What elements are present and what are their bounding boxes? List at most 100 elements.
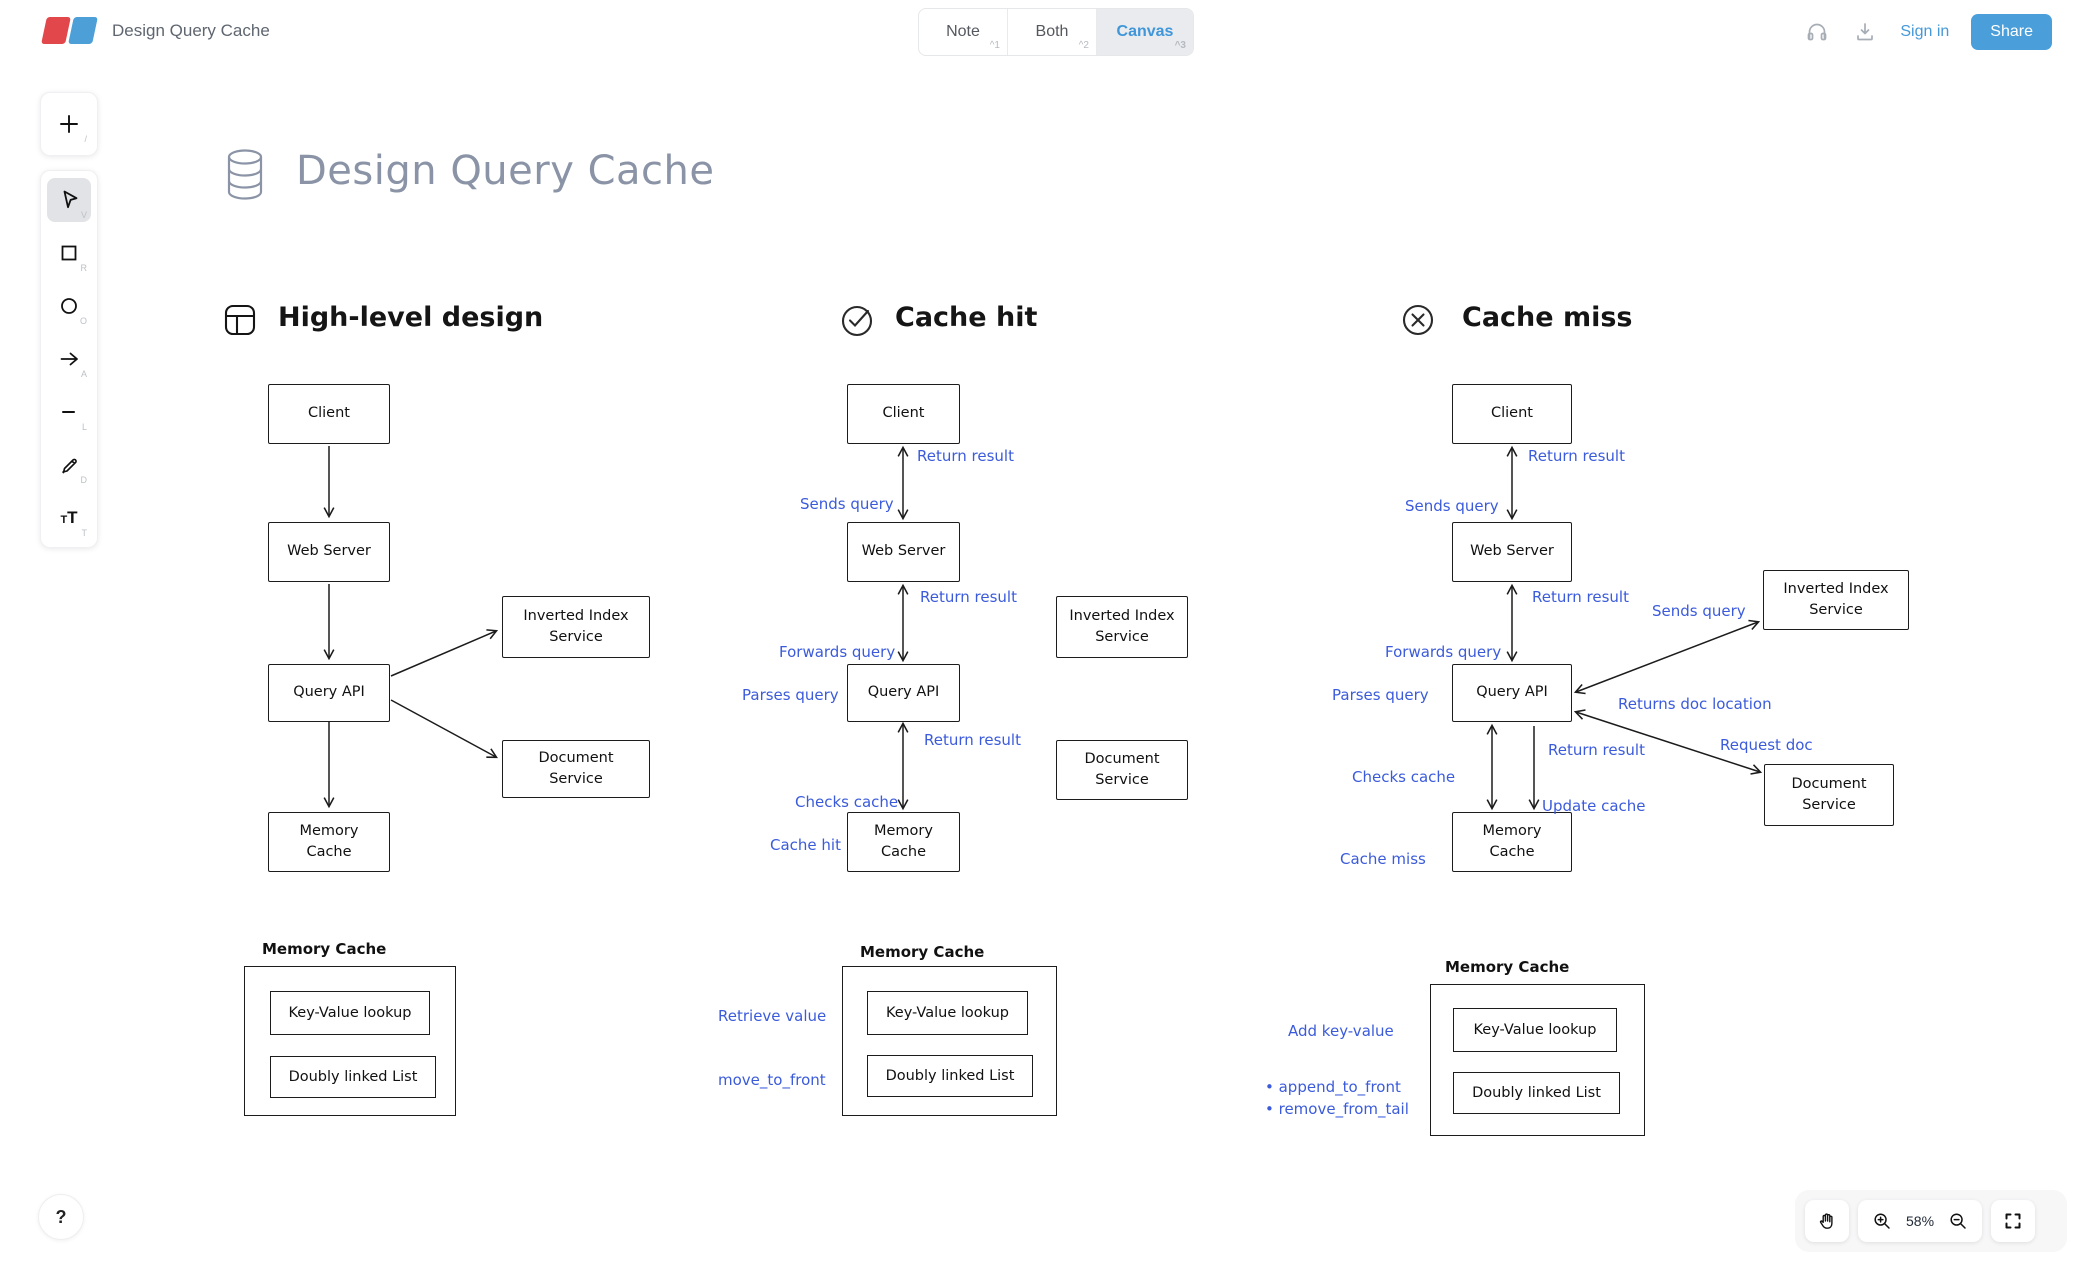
node-web-server[interactable]: Web Server xyxy=(268,522,390,582)
database-icon xyxy=(220,146,270,209)
edge-label-checks-cache[interactable]: Checks cache xyxy=(795,793,899,811)
download-icon[interactable] xyxy=(1852,19,1878,45)
layout-icon xyxy=(222,302,258,343)
node-memory-cache[interactable]: Memory Cache xyxy=(1452,812,1572,872)
zoom-out-button[interactable] xyxy=(1948,1211,1968,1231)
line-shortcut: L xyxy=(81,422,87,432)
node-client[interactable]: Client xyxy=(268,384,390,444)
plus-icon xyxy=(60,115,78,133)
rectangle-tool-button[interactable]: R xyxy=(47,231,91,275)
node-inverted-index-service[interactable]: Inverted Index Service xyxy=(1763,570,1909,630)
x-circle-icon xyxy=(1400,302,1436,343)
edge-label-cache-hit[interactable]: Cache hit xyxy=(770,836,841,854)
edge-label-return-result[interactable]: Return result xyxy=(917,447,1014,465)
label-add-key-value[interactable]: Add key-value xyxy=(1288,1022,1394,1040)
node-key-value-lookup[interactable]: Key-Value lookup xyxy=(867,991,1028,1035)
node-web-server[interactable]: Web Server xyxy=(847,522,960,582)
node-document-service[interactable]: Document Service xyxy=(502,740,650,798)
canvas-page-title[interactable]: Design Query Cache xyxy=(296,148,715,194)
headphones-icon[interactable] xyxy=(1804,19,1830,45)
check-circle-icon xyxy=(838,301,876,344)
edge-label-sends-query[interactable]: Sends query xyxy=(1652,602,1746,620)
edge-label-update-cache[interactable]: Update cache xyxy=(1542,797,1646,815)
help-button[interactable]: ? xyxy=(38,1194,84,1240)
label-retrieve-value[interactable]: Retrieve value xyxy=(718,1007,827,1025)
line-tool-button[interactable]: L xyxy=(47,390,91,434)
hand-icon xyxy=(1819,1213,1833,1229)
pan-tool-button[interactable] xyxy=(1805,1200,1849,1242)
node-query-api[interactable]: Query API xyxy=(268,664,390,722)
select-tool-button[interactable]: V xyxy=(47,178,91,222)
draw-shortcut: D xyxy=(80,475,88,485)
select-shortcut: V xyxy=(80,210,87,220)
node-memory-cache[interactable]: Memory Cache xyxy=(268,812,390,872)
zoom-out-icon xyxy=(1950,1213,1966,1229)
node-inverted-index-service[interactable]: Inverted Index Service xyxy=(502,596,650,658)
tab-both[interactable]: Both ^2 xyxy=(1008,9,1097,55)
section-heading-cache-hit[interactable]: Cache hit xyxy=(895,302,1038,333)
node-key-value-lookup[interactable]: Key-Value lookup xyxy=(270,991,430,1035)
insert-panel: / xyxy=(40,92,98,156)
node-web-server[interactable]: Web Server xyxy=(1452,522,1572,582)
memory-cache-detail-title[interactable]: Memory Cache xyxy=(262,940,387,958)
zoom-in-button[interactable] xyxy=(1872,1211,1892,1231)
edge-label-sends-query[interactable]: Sends query xyxy=(800,495,894,513)
ellipse-tool-button[interactable]: O xyxy=(47,284,91,328)
app-logo-icon[interactable] xyxy=(41,17,98,44)
node-document-service[interactable]: Document Service xyxy=(1056,740,1188,800)
sign-in-link[interactable]: Sign in xyxy=(1900,23,1950,40)
label-append-to-front[interactable]: • append_to_front xyxy=(1265,1078,1401,1096)
tab-canvas[interactable]: Canvas ^3 xyxy=(1097,9,1193,55)
edge-label-parses-query[interactable]: Parses query xyxy=(1332,686,1429,704)
draw-tool-button[interactable]: D xyxy=(47,443,91,487)
memory-cache-detail-title[interactable]: Memory Cache xyxy=(1445,958,1570,976)
edge-label-return-result[interactable]: Return result xyxy=(920,588,1017,606)
share-button[interactable]: Share xyxy=(1971,14,2052,50)
tab-note[interactable]: Note ^1 xyxy=(919,9,1008,55)
zoom-pill: 58% xyxy=(1858,1200,1983,1242)
node-doubly-linked-list[interactable]: Doubly linked List xyxy=(1453,1072,1620,1114)
edge-label-cache-miss[interactable]: Cache miss xyxy=(1340,850,1426,868)
edge-label-returns-doc-location[interactable]: Returns doc location xyxy=(1618,695,1772,713)
edge-label-forwards-query[interactable]: Forwards query xyxy=(779,643,896,661)
section-heading-high-level[interactable]: High-level design xyxy=(278,302,544,333)
tab-note-shortcut: ^1 xyxy=(989,40,1000,51)
node-query-api[interactable]: Query API xyxy=(847,664,960,722)
arrow-tool-button[interactable]: A xyxy=(47,337,91,381)
label-remove-from-tail[interactable]: • remove_from_tail xyxy=(1265,1100,1409,1118)
node-client[interactable]: Client xyxy=(1452,384,1572,444)
edge-label-request-doc[interactable]: Request doc xyxy=(1720,736,1813,754)
label-move-to-front[interactable]: move_to_front xyxy=(718,1071,826,1089)
node-memory-cache[interactable]: Memory Cache xyxy=(847,812,960,872)
node-doubly-linked-list[interactable]: Doubly linked List xyxy=(867,1055,1033,1097)
edge-label-parses-query[interactable]: Parses query xyxy=(742,686,839,704)
edge-label-return-result[interactable]: Return result xyxy=(1548,741,1645,759)
tab-canvas-shortcut: ^3 xyxy=(1174,40,1186,51)
section-heading-cache-miss[interactable]: Cache miss xyxy=(1462,302,1633,333)
ellipse-icon xyxy=(61,298,77,314)
node-key-value-lookup[interactable]: Key-Value lookup xyxy=(1453,1008,1617,1052)
pencil-icon xyxy=(62,458,77,474)
edge-label-return-result[interactable]: Return result xyxy=(924,731,1021,749)
document-title[interactable]: Design Query Cache xyxy=(112,21,270,40)
edge-label-return-result[interactable]: Return result xyxy=(1532,588,1629,606)
edge-label-checks-cache[interactable]: Checks cache xyxy=(1352,768,1456,786)
node-doubly-linked-list[interactable]: Doubly linked List xyxy=(270,1056,436,1098)
cursor-icon xyxy=(63,190,78,209)
node-query-api[interactable]: Query API xyxy=(1452,664,1572,722)
memory-cache-detail-title[interactable]: Memory Cache xyxy=(860,943,985,961)
edge-label-return-result[interactable]: Return result xyxy=(1528,447,1625,465)
view-switcher: Note ^1 Both ^2 Canvas ^3 xyxy=(918,8,1194,56)
edge-label-forwards-query[interactable]: Forwards query xyxy=(1385,643,1502,661)
node-document-service[interactable]: Document Service xyxy=(1764,764,1894,826)
edge-label-sends-query[interactable]: Sends query xyxy=(1405,497,1499,515)
node-inverted-index-service[interactable]: Inverted Index Service xyxy=(1056,596,1188,658)
node-client[interactable]: Client xyxy=(847,384,960,444)
fullscreen-button[interactable] xyxy=(1991,1200,2036,1242)
insert-tool-button[interactable]: / xyxy=(47,102,91,146)
zoom-controls: 58% xyxy=(1795,1190,2067,1252)
